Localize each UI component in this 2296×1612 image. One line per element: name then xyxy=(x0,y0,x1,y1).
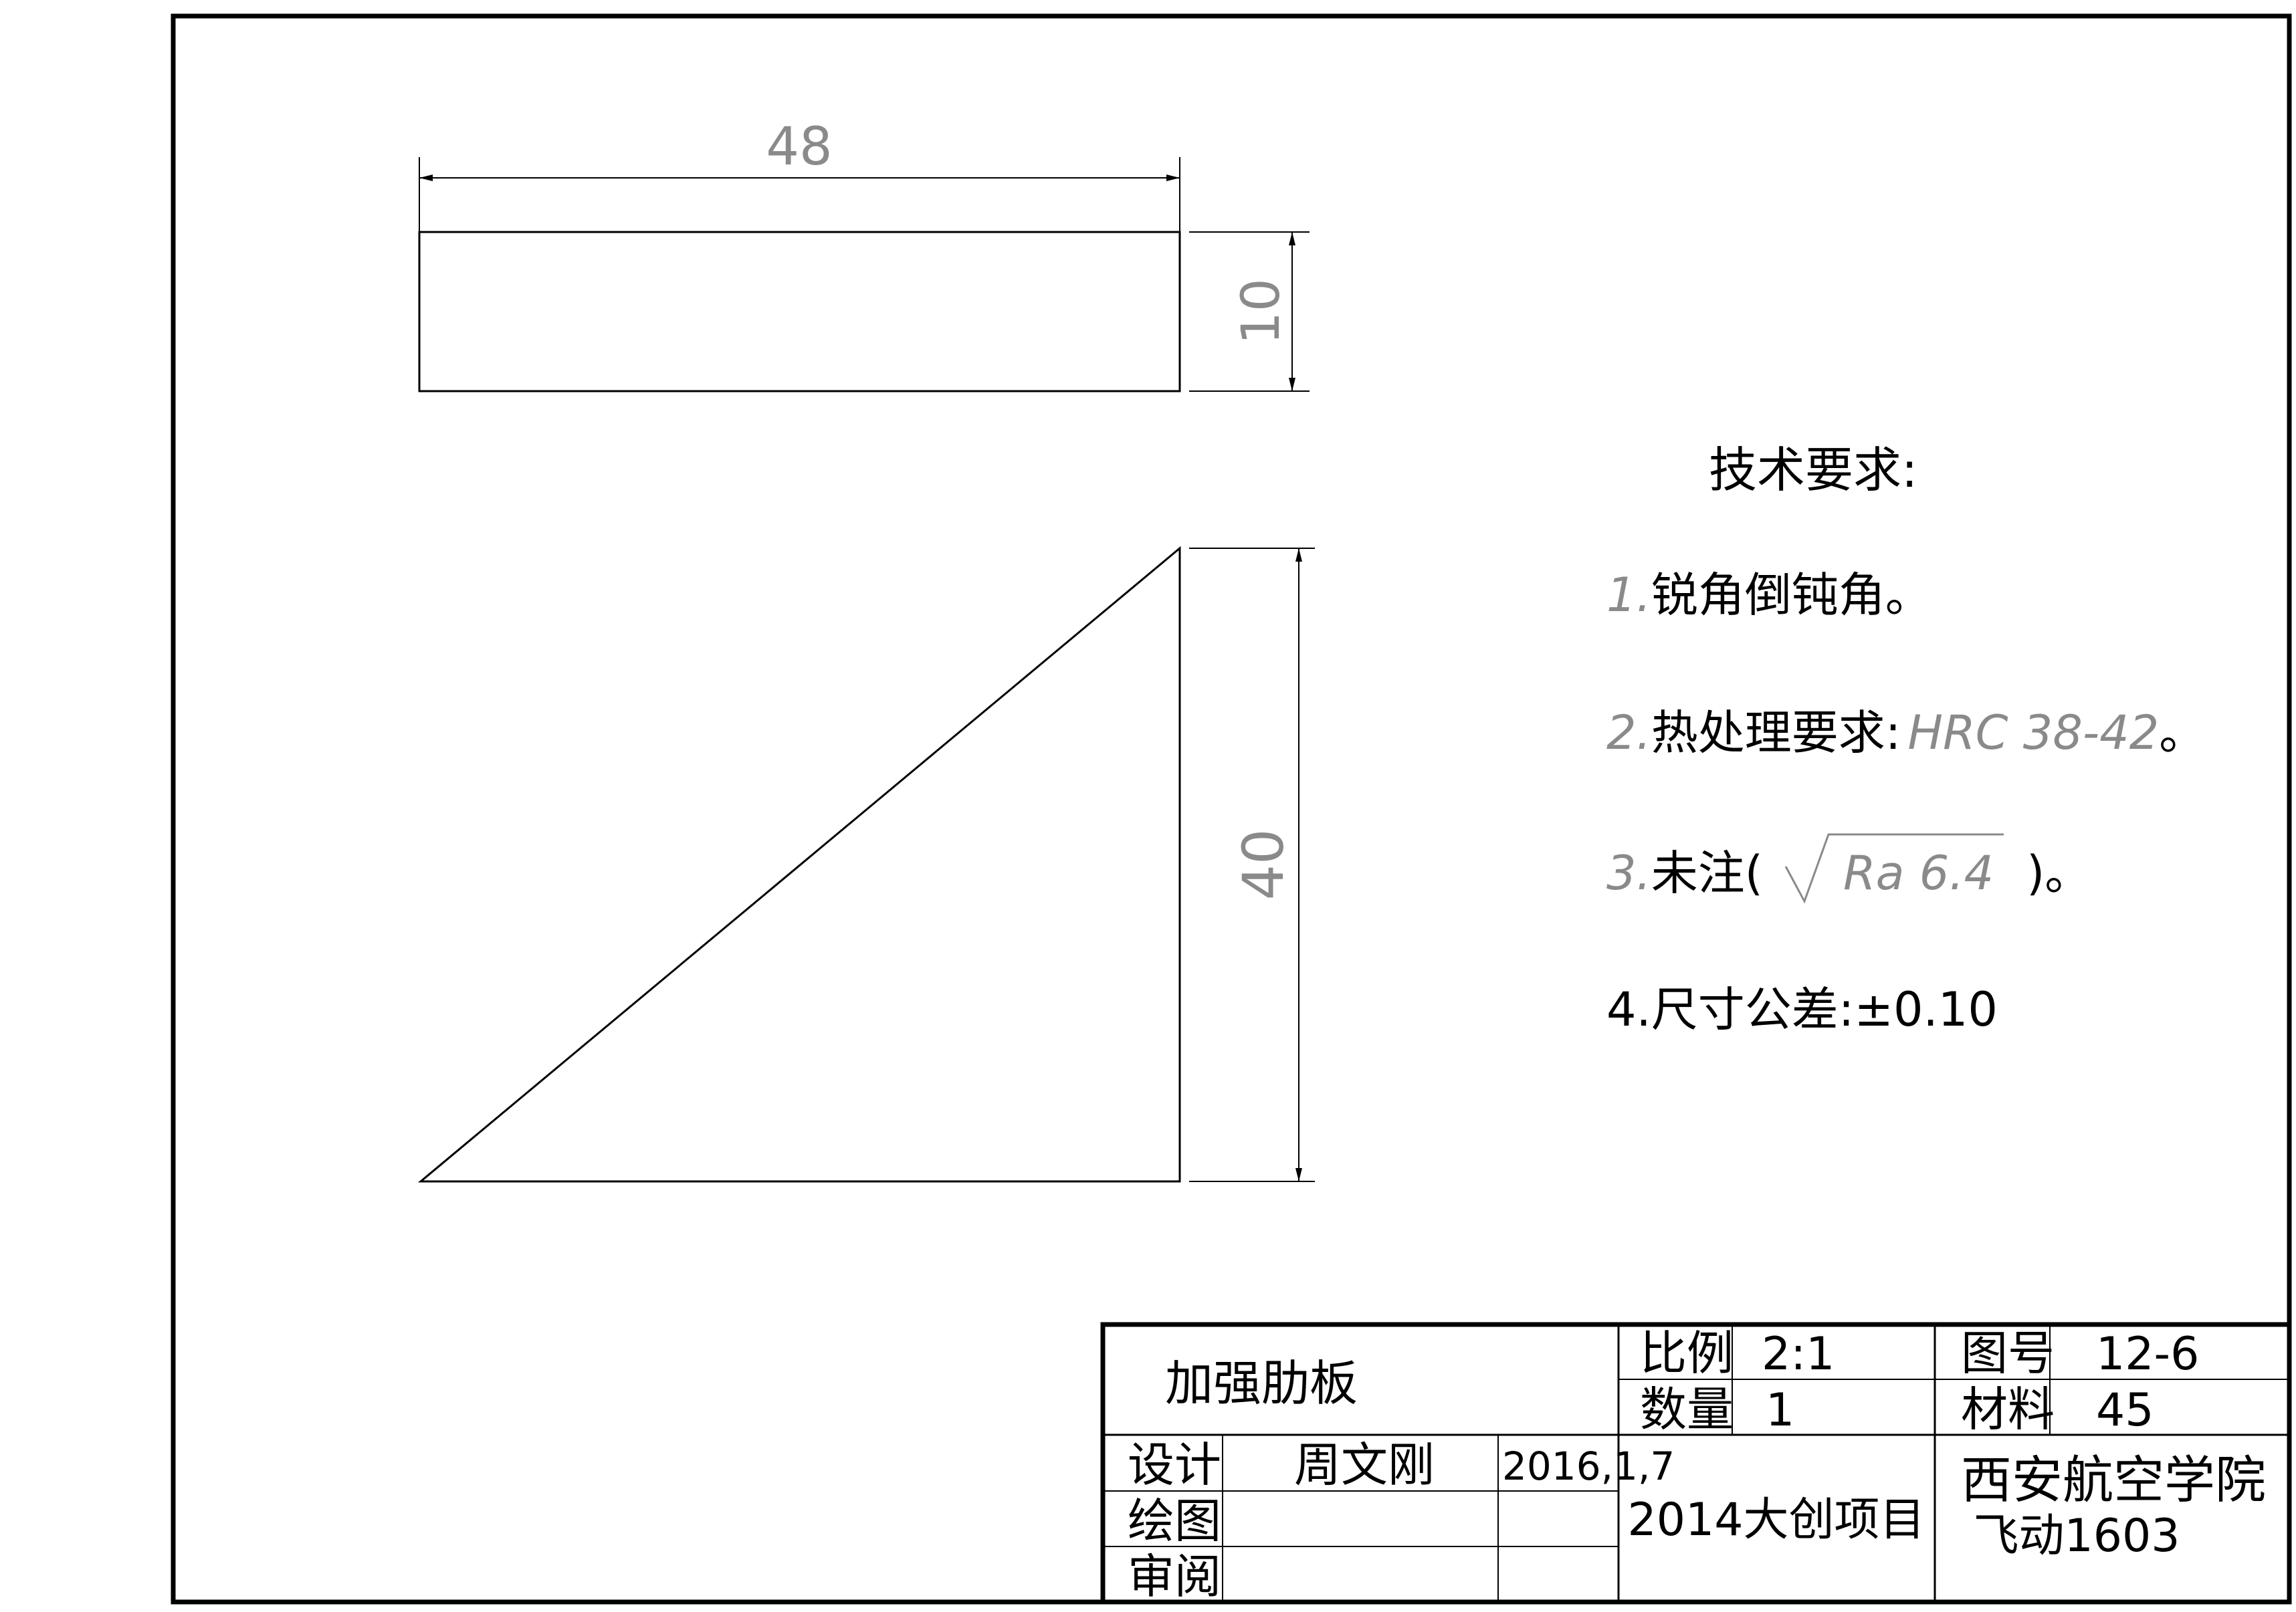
requirement-3-roughness: Ra 6.4 xyxy=(1843,846,1994,901)
requirement-1-text: 锐角倒钝角。 xyxy=(1651,568,1932,622)
technical-requirements: 技术要求: 1.锐角倒钝角。 2.热处理要求:HRC 38-42。 3.未注( … xyxy=(1606,442,2206,1037)
requirement-4: 4.尺寸公差:±0.10 xyxy=(1606,982,1998,1037)
requirement-2-number: 2. xyxy=(1606,705,1651,760)
school-name: 西安航空学院 xyxy=(1961,1450,2266,1510)
class-name: 飞动1603 xyxy=(1973,1510,2180,1563)
requirement-1-number: 1. xyxy=(1606,568,1651,622)
dimension-thickness-label: 10 xyxy=(1231,278,1291,344)
requirement-2-text: 热处理要求: xyxy=(1651,705,1901,760)
requirement-3: 3.未注( xyxy=(1606,846,1763,901)
requirement-2-value: HRC 38-42 xyxy=(1907,705,2159,760)
dimension-width: 48 xyxy=(419,117,1180,232)
design-label: 设计 xyxy=(1128,1437,1221,1492)
requirement-3-text: 未注( xyxy=(1651,846,1763,901)
dimension-height: 40 xyxy=(1189,548,1315,1182)
material-label: 材料 xyxy=(1961,1382,2055,1437)
title-block xyxy=(1100,1322,2292,1605)
requirements-title: 技术要求: xyxy=(1709,442,1917,498)
material-value: 45 xyxy=(2096,1384,2154,1437)
top-view-rectangle xyxy=(418,231,1181,392)
review-label: 审阅 xyxy=(1128,1549,1221,1604)
roughness-symbol-icon xyxy=(1784,833,2004,904)
design-date: 2016,1,7 xyxy=(1502,1444,1675,1489)
requirement-3-end: )。 xyxy=(2026,846,2091,901)
requirement-3-number: 3. xyxy=(1606,846,1651,901)
scale-label: 比例 xyxy=(1640,1326,1734,1381)
requirement-2-end: 。 xyxy=(2159,705,2206,760)
quantity-value: 1 xyxy=(1766,1384,1794,1437)
dimension-width-label: 48 xyxy=(766,117,832,177)
project-name: 2014大创项目 xyxy=(1627,1494,1925,1546)
designer-name: 周文刚 xyxy=(1294,1437,1435,1492)
drawn-label: 绘图 xyxy=(1128,1494,1221,1548)
dimension-height-label: 40 xyxy=(1231,829,1296,901)
requirement-1: 1.锐角倒钝角。 xyxy=(1606,568,1932,622)
scale-value: 2:1 xyxy=(1762,1328,1835,1381)
quantity-label: 数量 xyxy=(1640,1382,1734,1437)
drawing-number-label: 图号 xyxy=(1961,1326,2055,1381)
requirement-2: 2.热处理要求:HRC 38-42。 xyxy=(1606,705,2206,760)
drawing-number-value: 12-6 xyxy=(2096,1328,2199,1381)
part-name: 加强肋板 xyxy=(1165,1355,1358,1411)
front-view-triangle xyxy=(417,546,1181,1183)
title-block-text: 加强肋板 比例 2:1 图号 12-6 数量 1 材料 45 设计 周文刚 20… xyxy=(1128,1326,2266,1604)
dimension-thickness: 10 xyxy=(1189,231,1310,392)
